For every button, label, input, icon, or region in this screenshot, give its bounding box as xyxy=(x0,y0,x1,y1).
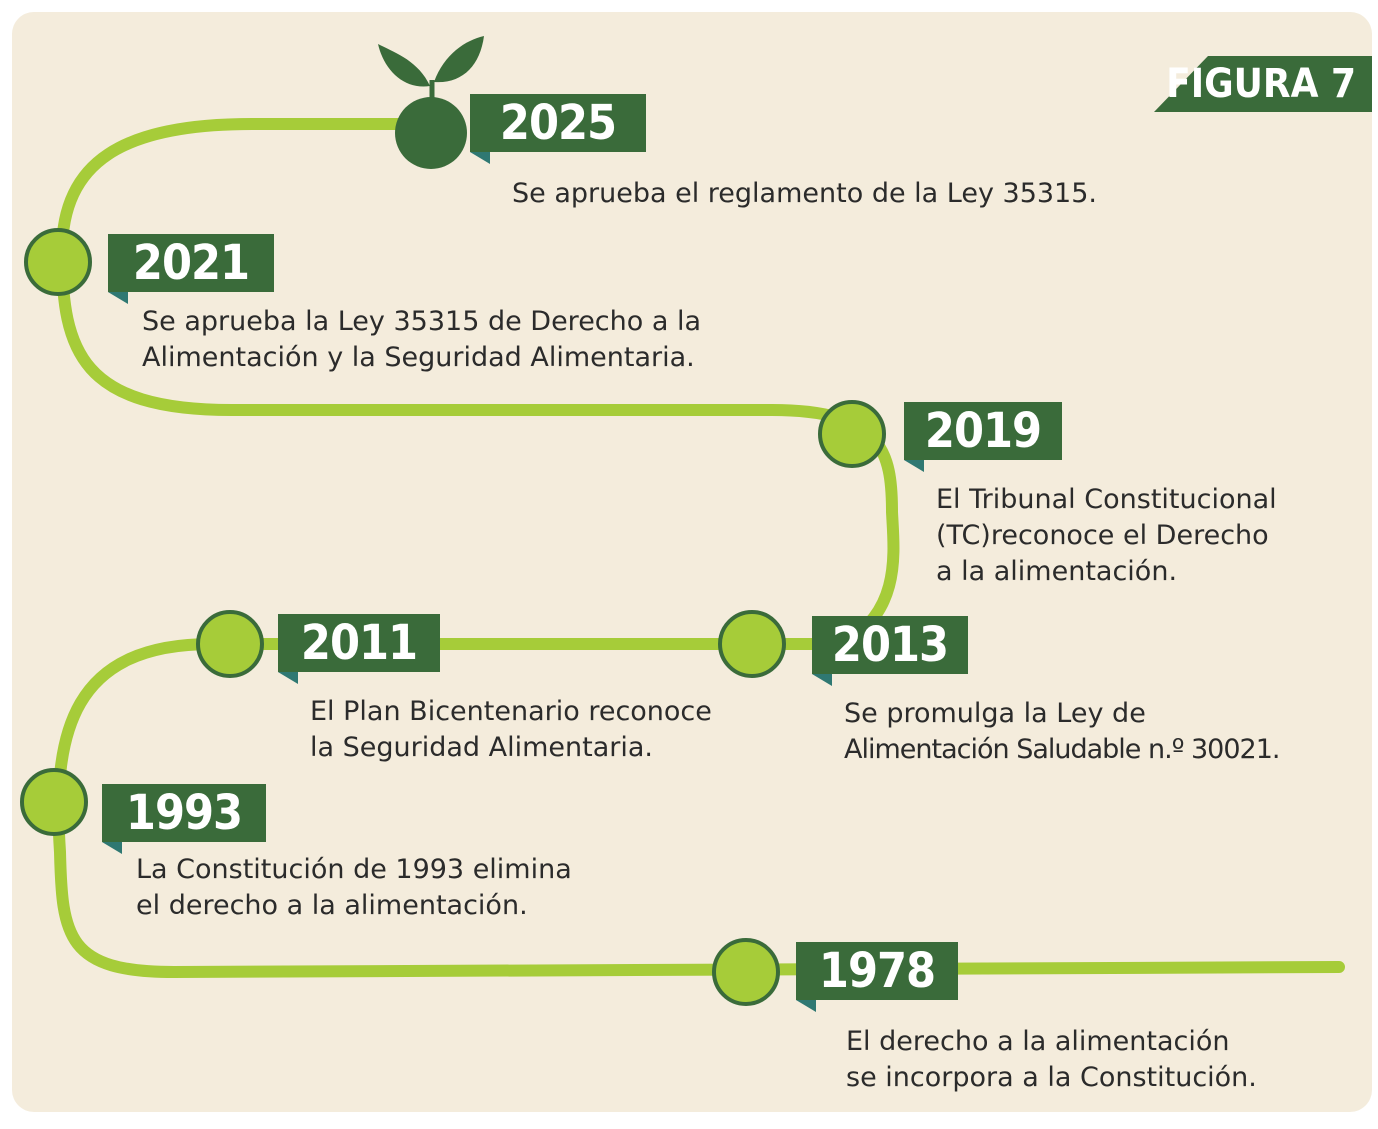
event-description-2021: Se aprueba la Ley 35315 de Derecho a la … xyxy=(142,306,702,373)
event-description-1993: La Constitución de 1993 elimina el derec… xyxy=(136,854,572,921)
timeline-node-1978 xyxy=(712,938,780,1006)
timeline-card: FIGURA 7 2025 Se aprueba el reglamento d… xyxy=(12,12,1372,1112)
event-description-1978: El derecho a la alimentación se incorpor… xyxy=(846,1026,1257,1093)
year-tab-2013 xyxy=(812,674,832,686)
year-label-1993: 1993 xyxy=(102,784,266,842)
figure-label: FIGURA 7 xyxy=(1166,61,1356,107)
event-description-2013: Se promulga la Ley de Alimentación Salud… xyxy=(844,698,1280,765)
year-tab-2025 xyxy=(470,152,490,164)
sprout-icon xyxy=(378,36,484,169)
figure-tag-bg xyxy=(1154,56,1372,112)
year-tab-2019 xyxy=(904,460,924,472)
year-tab-2011 xyxy=(278,672,298,684)
year-label-2011: 2011 xyxy=(278,614,440,672)
timeline-node-1993 xyxy=(20,768,88,836)
year-label-2021: 2021 xyxy=(108,234,274,292)
year-label-1978: 1978 xyxy=(796,942,958,1000)
year-tab-2021 xyxy=(108,292,128,304)
event-description-2025: Se aprueba el reglamento de la Ley 35315… xyxy=(512,178,1097,209)
year-label-2013: 2013 xyxy=(812,616,968,674)
timeline-node-2021 xyxy=(24,228,92,296)
timeline-node-2013 xyxy=(718,610,786,678)
timeline-node-2019 xyxy=(818,400,886,468)
timeline-node-2011 xyxy=(196,610,264,678)
event-description-2019: El Tribunal Constitucional (TC)reconoce … xyxy=(936,484,1277,587)
year-tab-1978 xyxy=(796,1000,816,1012)
year-tab-1993 xyxy=(102,842,122,854)
year-label-2019: 2019 xyxy=(904,402,1062,460)
year-label-2025: 2025 xyxy=(470,94,646,152)
event-description-2011: El Plan Bicentenario reconoce la Segurid… xyxy=(310,696,712,763)
